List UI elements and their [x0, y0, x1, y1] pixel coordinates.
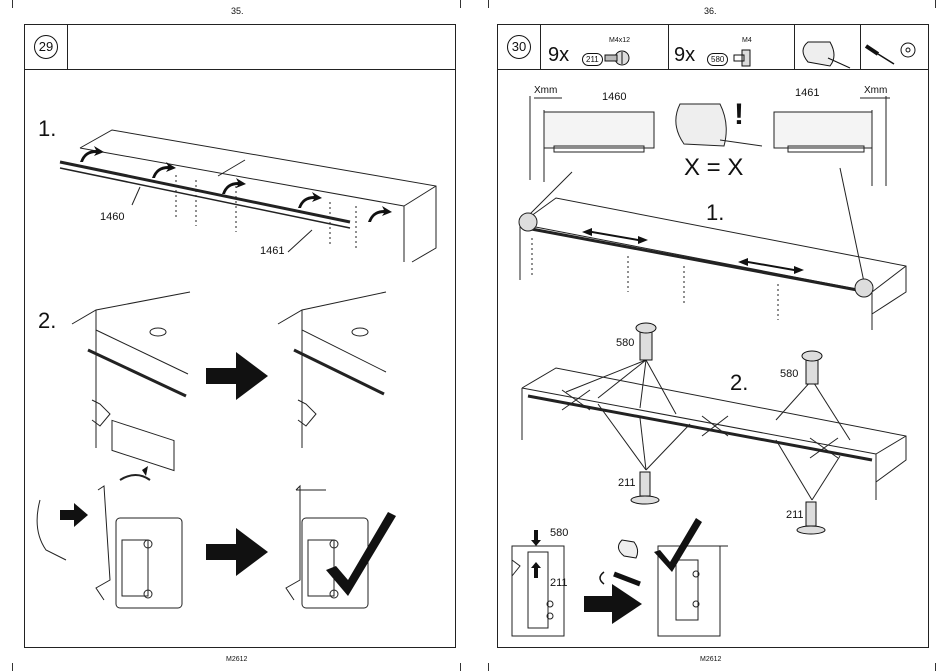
clamp-icon — [618, 540, 637, 558]
screwdriver-icon — [600, 572, 640, 584]
checkmark-icon — [654, 518, 702, 572]
footer-code-right: M2612 — [700, 656, 721, 663]
arrow-right-icon — [584, 584, 642, 624]
